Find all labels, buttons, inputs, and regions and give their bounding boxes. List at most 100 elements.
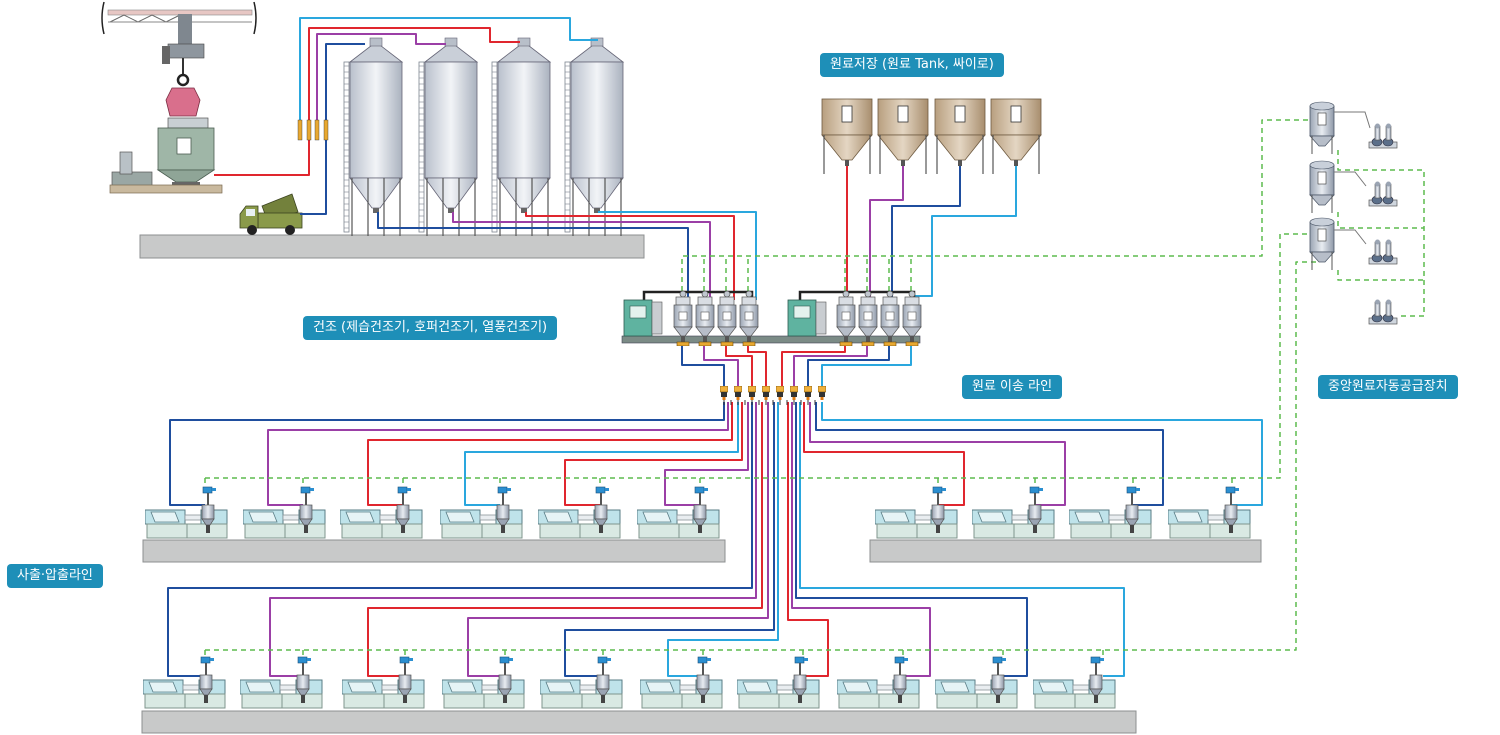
tank-icon [934, 98, 986, 174]
transfer-pipe [803, 402, 965, 506]
vacuum-pump-icon [1368, 239, 1398, 265]
transfer-pipe [869, 166, 904, 300]
vacuum-pump-icon [1368, 123, 1398, 149]
transfer-pipe [793, 345, 868, 388]
vacuum-pump-icon [1368, 181, 1398, 207]
transfer-pipe [214, 27, 520, 176]
vacuum-pump-icon [1368, 299, 1398, 325]
transfer-pipe [681, 345, 725, 388]
manifold-valve-icon [790, 386, 798, 400]
line-c-floor [141, 710, 1137, 734]
injection-machine-icon [737, 679, 820, 709]
silo-floor [139, 234, 645, 259]
central-supply-line [1337, 270, 1424, 281]
transfer-pipe [725, 345, 753, 388]
transfer-pipe [269, 402, 757, 677]
injection-machine-icon [637, 509, 720, 539]
crane-icon [101, 1, 257, 117]
transfer-pipe [747, 345, 767, 388]
transfer-pipe [815, 402, 1164, 506]
dryer-area [621, 290, 922, 346]
transfer-pipe [464, 402, 739, 506]
transfer-pipe [377, 212, 689, 300]
central-supply-line [1337, 150, 1425, 317]
transfer-pipe [891, 166, 961, 300]
injection-machine-icon [145, 509, 228, 539]
transfer-pipe [821, 345, 912, 388]
transfer-pipe [912, 166, 1017, 297]
manifold-valve-icon [804, 386, 812, 400]
manifold-valve-icon [776, 386, 784, 400]
transfer-pipe [367, 402, 763, 677]
injection-machine-icon [837, 679, 920, 709]
central-hopper-icon [1309, 101, 1335, 154]
transfer-pipe [167, 402, 753, 677]
central-supply-line [205, 233, 1315, 479]
transfer-pipe [299, 17, 598, 135]
central-supply-line [1337, 212, 1424, 229]
transfer-pipe [807, 345, 890, 388]
transfer-pipe [564, 402, 775, 677]
transfer-pipe [664, 402, 749, 506]
storage-label: 원료저장 (원료 Tank, 싸이로) [820, 53, 1004, 77]
silo-icon [564, 37, 625, 236]
injection-machine-icon [540, 679, 623, 709]
injection-machine-icon [143, 679, 226, 709]
manifold-valve-icon [748, 386, 756, 400]
injection-line-label: 사출·압출라인 [7, 564, 103, 588]
injection-machine-icon [342, 679, 425, 709]
central-hopper-icon [1309, 217, 1335, 270]
injection-machine-icon [442, 679, 525, 709]
silo-icon [418, 37, 479, 236]
central-supply-line [681, 119, 1312, 300]
injection-machine-icon [538, 509, 621, 539]
injection-machine-icon [1168, 509, 1251, 539]
injection-machine-icon [935, 679, 1018, 709]
tank-icon [821, 98, 873, 174]
manifold-valve-icon [818, 386, 826, 400]
transfer-pipe [795, 402, 1028, 677]
transfer-pipe [316, 33, 446, 135]
silo-icon [491, 37, 552, 236]
hopper-loader-station [109, 117, 223, 194]
transfer-pipe [799, 402, 1125, 677]
control-panel-icon [787, 299, 827, 337]
transfer-pipe [703, 345, 739, 388]
central-supply-label: 중앙원료자동공급장치 [1318, 375, 1458, 399]
injection-machine-icon [1033, 679, 1116, 709]
transfer-pipe [452, 212, 711, 300]
tank-icon [877, 98, 929, 174]
transfer-pipe [667, 402, 779, 677]
transfer-pipe [791, 402, 931, 677]
injection-machine-icon [640, 679, 723, 709]
transfer-line-label: 원료 이송 라인 [962, 375, 1063, 399]
injection-machine-icon [340, 509, 423, 539]
loader-truck-icon [239, 193, 303, 235]
transfer-pipe [267, 402, 729, 506]
transfer-pipe [781, 345, 846, 388]
transfer-pipe [467, 402, 769, 677]
injection-machine-icon [972, 509, 1055, 539]
injection-machine-icon [240, 679, 323, 709]
silo-icon [343, 37, 404, 236]
central-hopper-icon [1309, 160, 1335, 213]
transfer-pipe [598, 211, 757, 300]
transfer-pipe [367, 402, 733, 506]
manifold-valve-icon [720, 386, 728, 400]
injection-machine-icon [440, 509, 523, 539]
manifold-valve-icon [762, 386, 770, 400]
transfer-pipe [564, 402, 743, 506]
transfer-pipe [821, 402, 1263, 506]
injection-machine-icon [243, 509, 326, 539]
control-panel-icon [623, 299, 663, 337]
injection-machine-icon [875, 509, 958, 539]
transfer-pipe [525, 212, 735, 300]
line-b-floor [869, 539, 1262, 563]
drying-label: 건조 (제습건조기, 호퍼건조기, 열풍건조기) [303, 316, 558, 340]
transfer-pipe [809, 402, 1066, 506]
transfer-pipe [787, 402, 829, 677]
transfer-pipe [169, 402, 725, 506]
line-a-floor [142, 539, 726, 563]
manifold-valve-icon [734, 386, 742, 400]
